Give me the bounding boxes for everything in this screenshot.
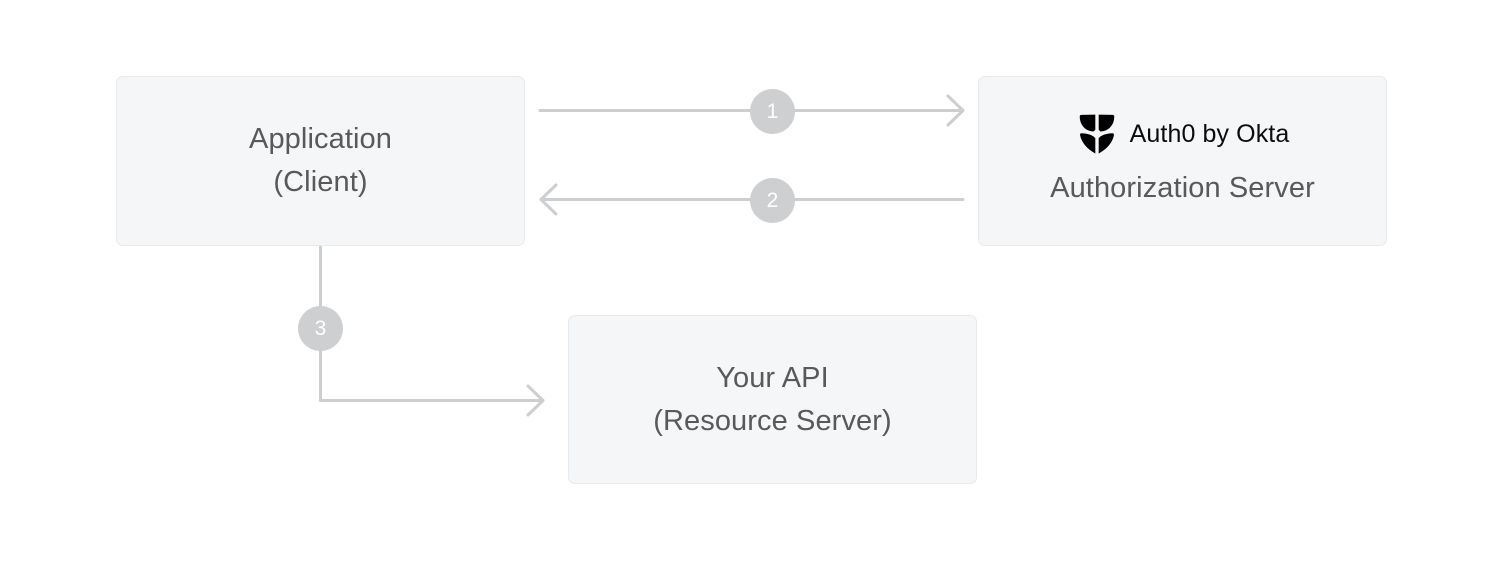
node-auth-server-line1: Authorization Server — [1050, 171, 1315, 204]
step-badge-3[interactable]: 3 — [298, 306, 343, 351]
step-badge-2[interactable]: 2 — [750, 178, 795, 223]
node-your-api[interactable]: Your API (Resource Server) — [568, 315, 977, 484]
arrow-left-icon-step-2 — [539, 183, 558, 216]
arrow-right-icon-step-3 — [526, 384, 545, 417]
arrow-right-icon-step-1 — [946, 94, 965, 127]
connector-line-step-3 — [319, 245, 545, 402]
node-your-api-line1: Your API — [716, 361, 829, 394]
auth0-brand-row: Auth0 by Okta — [1076, 113, 1290, 155]
node-application-line1: Application — [249, 123, 392, 155]
auth0-brand-name: Auth0 by Okta — [1129, 119, 1290, 148]
node-application-line2: (Client) — [273, 166, 368, 198]
okta-shield-icon — [1079, 114, 1114, 154]
node-auth-server[interactable]: Auth0 by Okta Authorization Server — [978, 76, 1387, 246]
node-application[interactable]: Application (Client) — [116, 76, 525, 246]
node-your-api-line2: (Resource Server) — [653, 404, 892, 437]
step-badge-1[interactable]: 1 — [750, 89, 795, 134]
